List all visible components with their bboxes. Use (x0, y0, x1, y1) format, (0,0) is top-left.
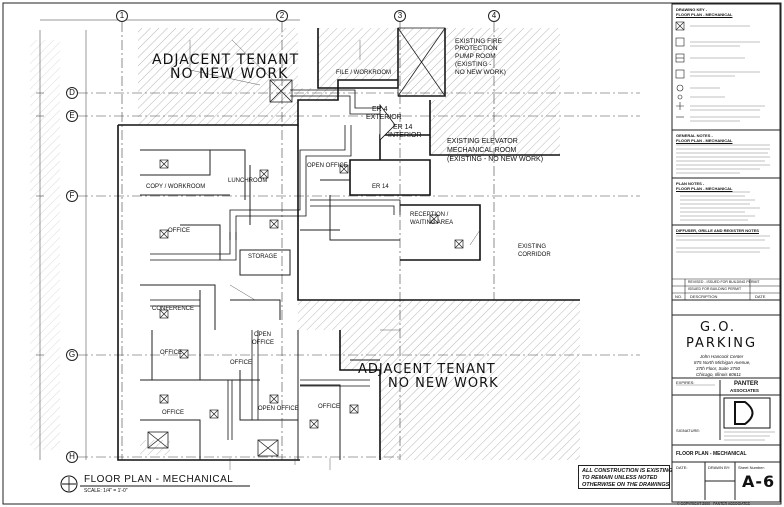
adjacent-tenant-label-bottom: ADJACENT TENANT (358, 362, 496, 377)
er14-small-label: ER 14 (372, 184, 389, 190)
office-label-5: OFFICE (160, 350, 182, 356)
grid-bubble-h: H (66, 451, 78, 463)
adjacent-tenant-label-top: ADJACENT TENANT (152, 52, 300, 68)
date-label: DATE: (676, 465, 688, 470)
pump-room-label-3: PUMP ROOM (455, 53, 496, 60)
firm-name-1: PANTER (734, 381, 759, 387)
er14-label: ER 14 (393, 124, 413, 131)
copy-workroom-label: COPY / WORKROOM (146, 184, 206, 190)
office-label-3: OFFICE (318, 404, 340, 410)
pump-room-label-1: EXISTING FIRE (455, 38, 502, 45)
no-new-work-label-bottom: NO NEW WORK (388, 376, 499, 391)
er4-label: ER 4 (372, 106, 388, 113)
reception-label: RECEPTION / (410, 212, 449, 218)
sheet-number: A-6 (742, 472, 776, 491)
plan-notes-heading-2: FLOOR PLAN - MECHANICAL (676, 186, 733, 191)
firm-name-2: ASSOCIATES (730, 388, 759, 393)
general-notes-heading-2: FLOOR PLAN - MECHANICAL (676, 138, 733, 143)
address-line-4: Chicago, Illinois 60611 (696, 372, 741, 377)
expires-label: EXPIRES: (676, 380, 695, 385)
address-line-2: 875 North Michigan Avenue, (694, 360, 751, 365)
office-label-4: OFFICE (230, 360, 252, 366)
general-notes-heading-1: GENERAL NOTES - (676, 133, 713, 138)
file-workroom-label: FILE / WORKROOM (336, 70, 392, 76)
drawing-title: FLOOR PLAN - MECHANICAL (84, 474, 234, 485)
revision-description-header: DESCRIPTION (690, 294, 718, 299)
drawing-scale: SCALE: 1/4" = 1'-0" (84, 488, 128, 494)
plan-notes-heading-1: PLAN NOTES - (676, 181, 705, 186)
storage-label: STORAGE (248, 254, 278, 260)
existing-corridor-label-1: EXISTING (518, 244, 547, 250)
note-line-3: OTHERWISE ON THE DRAWINGS (582, 482, 670, 488)
address-line-3: 37th Floor, Suite 3750 (696, 366, 741, 371)
copyright-notice: © COPYRIGHT 2000 - PANTER ASSOCIATES (677, 502, 750, 506)
drawing-key-heading-2: FLOOR PLAN - MECHANICAL (676, 12, 733, 17)
grid-bubble-3: 3 (394, 10, 406, 22)
revision-date-header: DATE (755, 294, 766, 299)
elevator-room-label-1: EXISTING ELEVATOR (447, 138, 518, 145)
er4-exterior-label: EXTERIOR (366, 114, 402, 121)
sheet-title: FLOOR PLAN - MECHANICAL (676, 451, 747, 457)
waiting-area-label: WAITING AREA (410, 220, 454, 226)
drawn-by-label: DRAWN BY: (708, 465, 731, 470)
no-new-work-label-top: NO NEW WORK (170, 66, 289, 82)
grid-bubble-2: 2 (276, 10, 288, 22)
open-office-mid-label-2: OFFICE (252, 340, 274, 346)
revision-2: ISSUED FOR BUILDING PERMIT (688, 287, 742, 291)
grid-bubble-g: G (66, 349, 78, 361)
existing-corridor-label-2: CORRIDOR (518, 252, 551, 258)
project-name-line-1: G.O. (700, 320, 737, 335)
pump-room-label-2: PROTECTION (455, 45, 498, 52)
open-office-low-label: OPEN OFFICE (258, 406, 299, 412)
er14-interior-label: INTERIOR (388, 132, 422, 139)
general-note-box: ALL CONSTRUCTION IS EXISTING TO REMAIN U… (578, 465, 673, 489)
grid-bubble-1: 1 (116, 10, 128, 22)
elevator-room-label-3: (EXISTING - NO NEW WORK) (447, 156, 544, 163)
elevator-room-label-2: MECHANICAL ROOM (447, 147, 517, 154)
grid-bubble-e: E (66, 110, 78, 122)
office-label-2: OFFICE (162, 410, 184, 416)
open-office-top-label: OPEN OFFICE (307, 163, 348, 169)
grid-bubble-f: F (66, 190, 78, 202)
grid-bubble-d: D (66, 87, 78, 99)
sheet-number-label: Sheet Number: (738, 465, 765, 470)
project-name-line-2: PARKING (686, 336, 758, 351)
signature-label: SIGNATURE: (676, 428, 701, 433)
grid-bubble-4: 4 (488, 10, 500, 22)
address-line-1: John Hancock Center (700, 354, 744, 359)
pump-room-label-4: (EXISTING - (455, 61, 492, 68)
drawing-key-heading-1: DRAWING KEY - (676, 7, 708, 12)
diffuser-notes-heading: DIFFUSER, GRILLE AND REGISTER NOTES (676, 228, 759, 233)
office-label-1: OFFICE (168, 228, 190, 234)
revision-1: REVISED - ISSUED FOR BUILDING PERMIT (688, 280, 760, 284)
note-line-1: ALL CONSTRUCTION IS EXISTING (582, 468, 673, 474)
lunchroom-label: LUNCHROOM (228, 178, 268, 184)
revision-no-header: NO. (675, 294, 683, 299)
pump-room-label-5: NO NEW WORK) (455, 69, 506, 76)
conference-label: CONFERENCE (152, 306, 195, 312)
open-office-mid-label-1: OPEN (254, 332, 272, 338)
note-line-2: TO REMAIN UNLESS NOTED (582, 475, 658, 481)
